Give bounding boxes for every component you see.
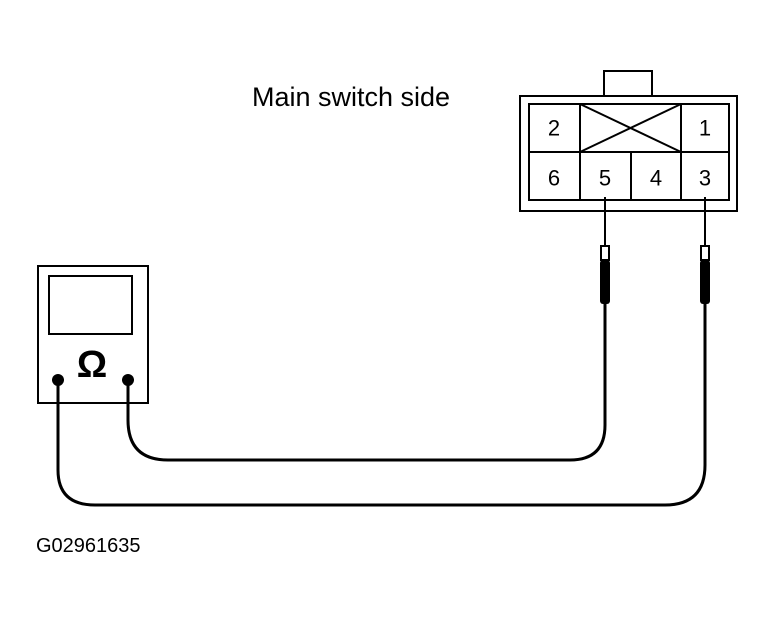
pin-1: 1 [699, 116, 711, 141]
pin-2: 2 [548, 116, 560, 141]
pin-6: 6 [548, 166, 560, 191]
pin-5: 5 [599, 166, 611, 191]
pin-4: 4 [650, 166, 662, 191]
connector-housing [519, 95, 738, 212]
connector [519, 70, 738, 212]
ohmmeter: Ω [37, 265, 149, 404]
main-switch-side-label: Main switch side [252, 82, 450, 112]
test-lead-to-pin-5 [126, 312, 607, 462]
ohmmeter-icon: Ω [77, 344, 107, 386]
test-lead-to-pin-3 [56, 312, 707, 507]
probe-pin-5 [600, 197, 610, 312]
pin-3: 3 [699, 166, 711, 191]
figure-code: G02961635 [36, 535, 141, 557]
connector-latch [603, 70, 653, 97]
probe-pin-3 [700, 197, 710, 312]
meter-display [48, 275, 133, 335]
